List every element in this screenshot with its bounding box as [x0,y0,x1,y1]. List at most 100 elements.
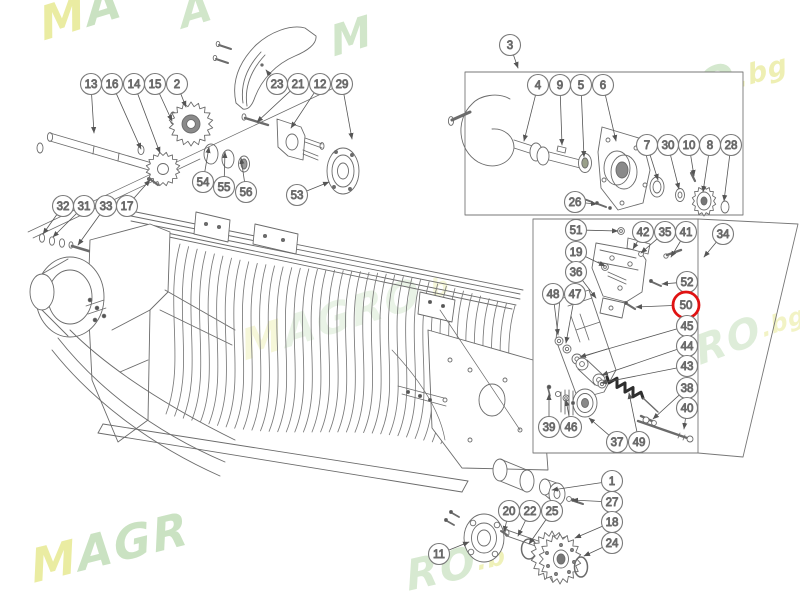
svg-text:45: 45 [681,321,694,333]
svg-text:18: 18 [606,517,619,529]
callout-40[interactable]: 40 [675,396,699,420]
svg-text:48: 48 [547,289,560,301]
svg-text:24: 24 [606,538,619,550]
callout-34[interactable]: 34 [711,222,735,246]
callout-28[interactable]: 28 [719,133,743,157]
callout-2[interactable]: 2 [165,72,189,96]
callout-5[interactable]: 5 [569,73,593,97]
svg-text:12: 12 [314,79,327,91]
callout-30[interactable]: 30 [656,133,680,157]
callout-9[interactable]: 9 [548,73,572,97]
callout-20[interactable]: 20 [497,499,521,523]
svg-text:49: 49 [633,437,646,449]
callout-29[interactable]: 29 [330,72,354,96]
svg-text:15: 15 [149,79,162,91]
callout-4[interactable]: 4 [526,73,550,97]
callout-8[interactable]: 8 [698,133,722,157]
callout-22[interactable]: 22 [518,499,542,523]
svg-text:19: 19 [570,247,583,259]
svg-text:55: 55 [218,182,231,194]
svg-text:22: 22 [524,506,537,518]
svg-text:38: 38 [681,383,694,395]
callout-47[interactable]: 47 [563,282,587,306]
callout-14[interactable]: 14 [122,72,146,96]
callout-27[interactable]: 27 [600,490,624,514]
callout-39[interactable]: 39 [537,415,561,439]
callout-24[interactable]: 24 [600,531,624,555]
callout-25[interactable]: 25 [540,499,564,523]
right-side-plate [427,329,549,471]
callout-54[interactable]: 54 [191,170,215,194]
svg-text:11: 11 [433,549,445,561]
svg-text:27: 27 [606,497,619,509]
callout-52[interactable]: 52 [675,270,699,294]
callout-15[interactable]: 15 [143,72,167,96]
callout-31[interactable]: 31 [72,194,96,218]
callout-49[interactable]: 49 [627,430,651,454]
callout-21[interactable]: 21 [286,72,310,96]
svg-text:17: 17 [121,201,134,213]
callout-13[interactable]: 13 [79,72,103,96]
callout-50[interactable]: 50 [671,290,701,320]
callout-16[interactable]: 16 [100,72,124,96]
callout-1[interactable]: 1 [600,469,624,493]
svg-text:56: 56 [240,187,253,199]
callout-45[interactable]: 45 [675,314,699,338]
svg-text:53: 53 [291,190,304,202]
callout-26[interactable]: 26 [563,190,587,214]
svg-text:47: 47 [569,289,582,301]
callout-38[interactable]: 38 [675,376,699,400]
callout-36[interactable]: 36 [564,260,588,284]
svg-text:21: 21 [292,79,305,91]
callout-55[interactable]: 55 [212,175,236,199]
svg-text:43: 43 [681,361,694,373]
callout-17[interactable]: 17 [115,194,139,218]
callout-18[interactable]: 18 [600,510,624,534]
callout-7[interactable]: 7 [635,133,659,157]
drive-hub-sprocket-group [444,510,589,585]
svg-text:44: 44 [681,341,694,353]
svg-text:33: 33 [100,201,113,213]
callout-23[interactable]: 23 [265,72,289,96]
svg-text:3: 3 [507,40,513,52]
callout-44[interactable]: 44 [675,334,699,358]
svg-text:31: 31 [78,201,91,213]
callout-6[interactable]: 6 [591,73,615,97]
svg-text:39: 39 [543,422,556,434]
callout-48[interactable]: 48 [541,282,565,306]
callout-56[interactable]: 56 [234,180,258,204]
callout-32[interactable]: 32 [51,194,75,218]
callout-51[interactable]: 51 [564,218,588,242]
callout-46[interactable]: 46 [559,415,583,439]
callout-41[interactable]: 41 [674,220,698,244]
callout-53[interactable]: 53 [285,183,309,207]
callout-35[interactable]: 35 [653,220,677,244]
callout-33[interactable]: 33 [94,194,118,218]
pickup-body-drawing [29,211,584,506]
callout-11[interactable]: 11 [427,542,451,566]
drive-shaft-and-gears-group [27,26,360,254]
svg-text:2: 2 [174,79,180,91]
small-gear [145,151,181,187]
svg-text:10: 10 [683,140,696,152]
svg-text:1: 1 [609,476,615,488]
svg-text:8: 8 [707,140,713,152]
svg-text:50: 50 [680,300,693,312]
svg-text:46: 46 [565,422,578,434]
callout-12[interactable]: 12 [308,72,332,96]
callout-19[interactable]: 19 [564,240,588,264]
callout-43[interactable]: 43 [675,354,699,378]
svg-text:9: 9 [557,80,563,92]
svg-text:14: 14 [128,79,141,91]
callout-37[interactable]: 37 [605,430,629,454]
svg-text:20: 20 [503,506,516,518]
callout-42[interactable]: 42 [631,220,655,244]
svg-text:40: 40 [681,403,694,415]
callout-3[interactable]: 3 [498,33,522,57]
svg-text:5: 5 [578,80,584,92]
auger-spiral [460,103,515,167]
svg-text:32: 32 [57,201,70,213]
callout-10[interactable]: 10 [677,133,701,157]
